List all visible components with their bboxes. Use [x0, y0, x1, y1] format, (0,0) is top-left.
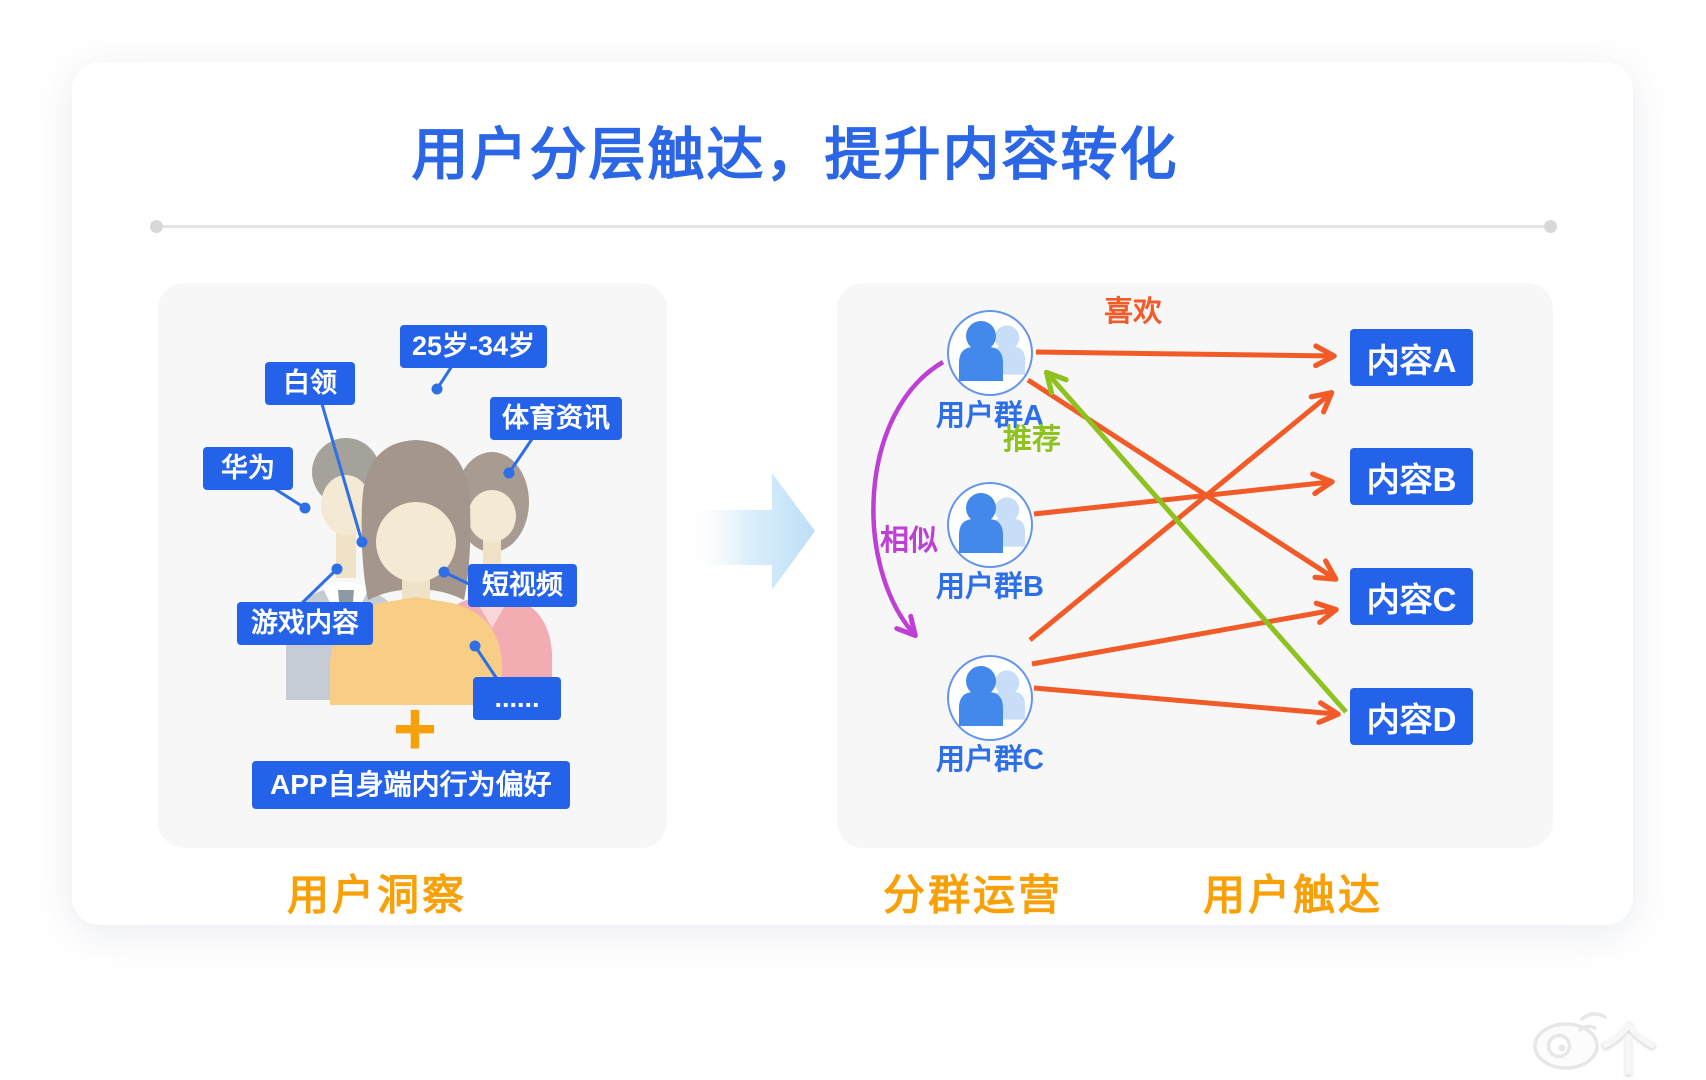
tag-app-behavior: APP自身端内行为偏好 [252, 761, 570, 810]
plus-icon: + [392, 686, 438, 772]
user-group-b-label: 用户群B [936, 571, 1044, 603]
content-c-box: 内容C [1350, 568, 1473, 625]
tag-more-dots: ...... [473, 677, 561, 721]
content-b-box: 内容B [1350, 448, 1473, 505]
like-edge-label: 喜欢 [1103, 296, 1163, 328]
tag-sports-news: 体育资讯 [490, 397, 622, 441]
user-group-c-label: 用户群C [936, 744, 1044, 776]
tag-huawei: 华为 [203, 447, 293, 491]
user-group-a-label: 用户群A [936, 400, 1044, 432]
content-d-box: 内容D [1350, 688, 1473, 745]
content-a-box: 内容A [1350, 329, 1473, 386]
tag-game-content: 游戏内容 [237, 602, 373, 646]
caption-user-reach: 用户触达 [1202, 871, 1384, 919]
divider-dot-right [1544, 220, 1557, 233]
watermark-brand: 个推 [1600, 1018, 1661, 1080]
similar-edge-label: 相似 [879, 525, 939, 557]
caption-user-insight: 用户洞察 [286, 871, 468, 919]
divider-dot-left [150, 220, 163, 233]
page-title: 用户分层触达，提升内容转化 [411, 123, 1179, 187]
caption-segmentation: 分群运营 [882, 871, 1064, 919]
tag-age-range: 25岁-34岁 [400, 325, 548, 369]
weibo-icon [1533, 1012, 1607, 1070]
recommend-edge-label: 推荐 [1002, 424, 1062, 456]
tag-short-video: 短视频 [468, 564, 577, 608]
title-divider [157, 225, 1550, 228]
tag-white-collar: 白领 [265, 362, 355, 406]
